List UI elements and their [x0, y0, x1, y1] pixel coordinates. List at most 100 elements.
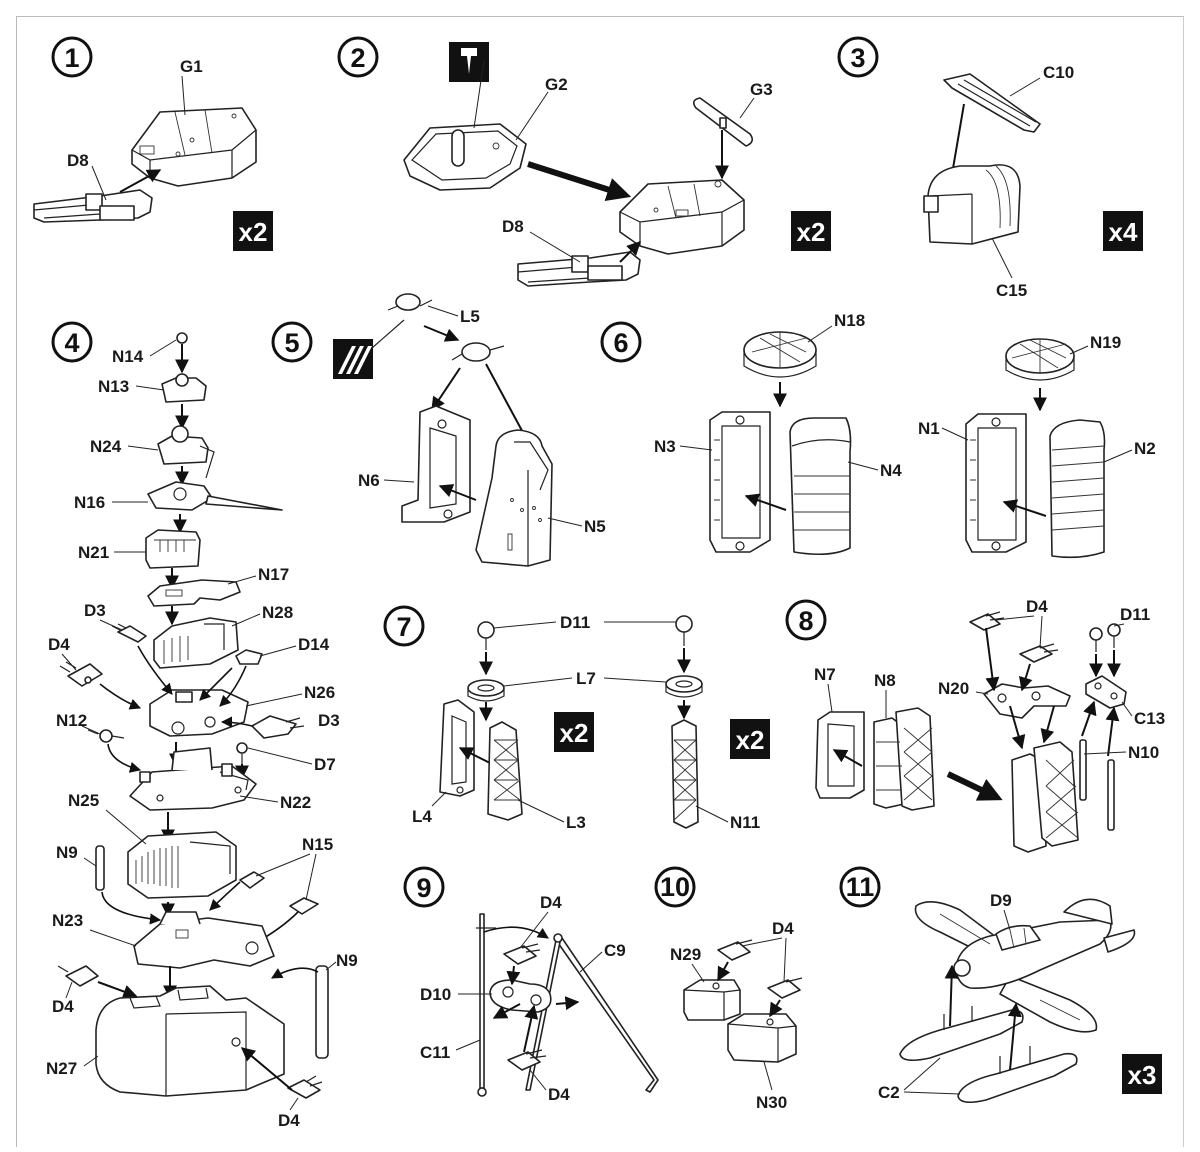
page-frame [16, 16, 1184, 1147]
part-n30 [727, 1013, 797, 1063]
turret-assembled [619, 179, 745, 255]
step-3-number: 3 [850, 43, 865, 73]
part-d4-step8-a [969, 611, 1005, 631]
part-n28 [153, 617, 239, 669]
part-c13 [1085, 675, 1127, 709]
label-c13: C13 [1134, 709, 1165, 728]
step-6-number: 6 [613, 328, 628, 358]
label-c11: C11 [420, 1043, 450, 1062]
part-c9 [525, 933, 659, 1093]
part-n2 [1049, 419, 1106, 559]
step-5: 5 [271, 293, 606, 567]
step-9-number: 9 [416, 873, 431, 903]
step-1-badge [51, 36, 93, 78]
part-c10 [943, 73, 1041, 133]
step-3-multiplier-box [1103, 211, 1143, 251]
part-n1 [965, 413, 1027, 553]
step-11-multiplier-box [1122, 1054, 1162, 1094]
step-2: 2 [337, 36, 831, 287]
label-n11: N11 [730, 813, 760, 832]
label-n16: N16 [74, 493, 105, 512]
label-n5: N5 [584, 517, 606, 536]
label-g2: G2 [545, 75, 568, 94]
part-l7-right [665, 675, 703, 698]
step-1-number: 1 [64, 43, 79, 73]
step-6-badge [600, 321, 642, 363]
label-d4-step9-top: D4 [540, 893, 562, 912]
step-4-badge [51, 321, 93, 363]
part-n22 [129, 747, 257, 811]
part-n12 [87, 729, 125, 743]
part-n16 [147, 481, 283, 511]
part-n17 [147, 579, 241, 607]
label-d11-step8: D11 [1120, 605, 1150, 624]
step-2-badge [337, 36, 379, 78]
part-n4 [789, 417, 852, 556]
step-7-number: 7 [396, 612, 411, 642]
part-n3 [709, 411, 771, 553]
label-n15: N15 [302, 835, 333, 854]
step-9-badge [403, 866, 445, 908]
label-d3-right: D3 [318, 711, 340, 730]
label-n17: N17 [258, 565, 289, 584]
part-d10 [489, 979, 552, 1013]
label-n13: N13 [98, 377, 129, 396]
part-d11-right [675, 615, 693, 646]
step-6: 6 [600, 311, 1156, 559]
label-d4-step10: D4 [772, 919, 794, 938]
label-n28: N28 [262, 603, 293, 622]
guns-d8 [33, 189, 153, 223]
label-d4-step8: D4 [1026, 597, 1048, 616]
part-n9-right [315, 965, 329, 1059]
part-n8 [873, 707, 935, 811]
step-2-number: 2 [350, 43, 365, 73]
part-c15 [923, 164, 1021, 245]
label-n29: N29 [670, 945, 701, 964]
label-n8: N8 [874, 671, 896, 690]
part-l5-sprue [387, 293, 433, 311]
part-n23 [133, 911, 275, 969]
part-n14 [176, 332, 188, 344]
label-d14: D14 [298, 635, 330, 654]
step-8-number: 8 [798, 606, 813, 636]
part-n18 [743, 331, 817, 378]
label-n9-right: N9 [336, 951, 358, 970]
label-g1: G1 [180, 57, 203, 76]
drill-hole-icon [449, 42, 489, 82]
label-d4-bottom: D4 [278, 1111, 300, 1130]
label-n3: N3 [654, 437, 676, 456]
label-n27: N27 [46, 1059, 77, 1078]
label-d4-left: D4 [48, 635, 70, 654]
step-1-multiplier-box [233, 211, 273, 251]
part-d4-lower [57, 965, 99, 987]
part-d4-step9-bottom [507, 1049, 547, 1071]
label-c9: C9 [604, 941, 626, 960]
label-n25: N25 [68, 791, 99, 810]
label-l5: L5 [460, 307, 480, 326]
label-l7: L7 [576, 669, 596, 688]
part-n24 [157, 425, 215, 479]
part-n9-left [95, 845, 105, 891]
label-d4-lower: D4 [52, 997, 74, 1016]
label-d8-step2: D8 [502, 217, 524, 236]
guns-d8-step2 [517, 251, 641, 287]
label-d7: D7 [314, 755, 336, 774]
part-n20 [983, 683, 1071, 719]
step-1-multiplier: x2 [239, 217, 268, 247]
step-3: 3 C10 C15 x4 [837, 36, 1143, 300]
label-l3: L3 [566, 813, 586, 832]
step-7-multiplier-right-box [730, 719, 770, 759]
part-n7 [815, 711, 865, 799]
step-5-badge [271, 321, 313, 363]
part-l7-left [467, 679, 505, 702]
part-n21 [145, 529, 201, 569]
part-n27 [95, 985, 285, 1097]
label-n20: N20 [938, 679, 969, 698]
part-d11-left [477, 621, 495, 650]
part-n11 [671, 719, 699, 829]
label-c2: C2 [878, 1083, 900, 1102]
part-n5 [475, 429, 553, 567]
part-d3-right [251, 715, 305, 739]
paint-stripe-icon [333, 339, 373, 379]
